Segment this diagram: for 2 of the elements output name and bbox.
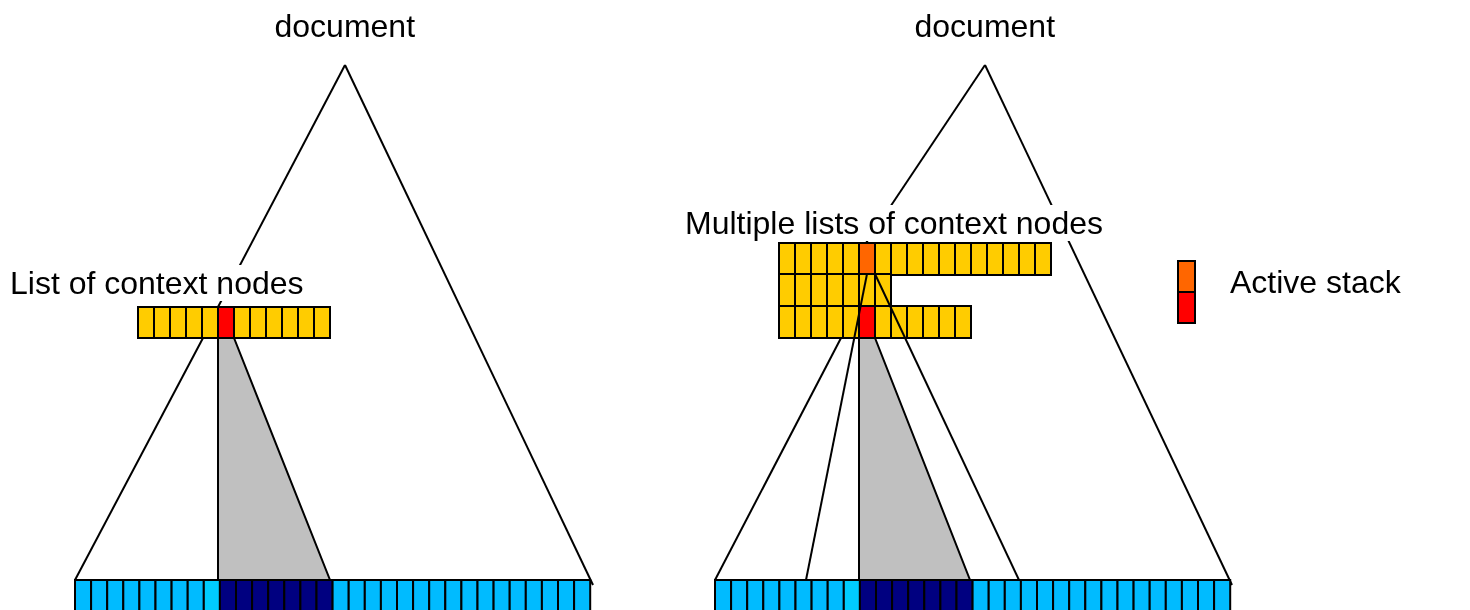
list-caption: Multiple lists of context nodes	[685, 205, 1103, 241]
list-caption: List of context nodes	[10, 265, 304, 301]
